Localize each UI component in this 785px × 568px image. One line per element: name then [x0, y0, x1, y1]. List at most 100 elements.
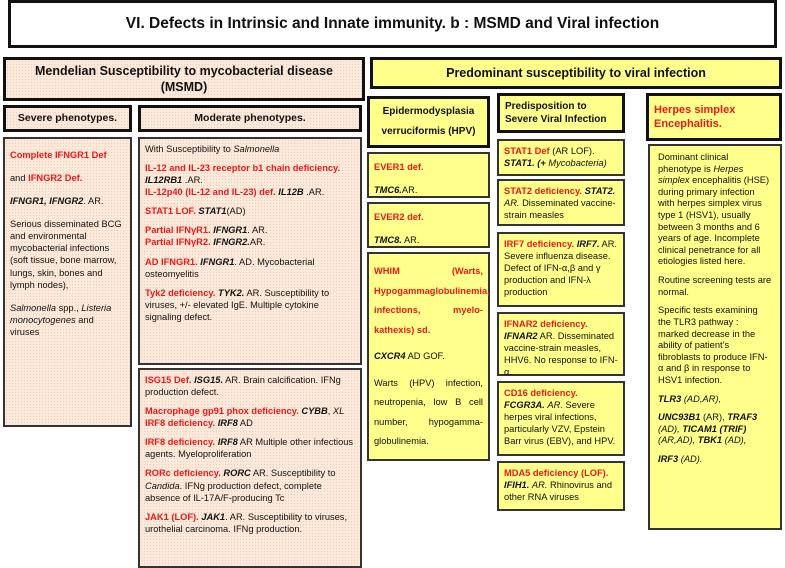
disorder-name: Complete IFNGR1 Def	[10, 150, 107, 160]
gene-name: JAK1	[201, 511, 226, 522]
text: and	[10, 173, 29, 184]
disorder-name: STAT2 deficiency.	[504, 186, 585, 196]
text: AR.	[547, 400, 563, 411]
disorder-name: AD IFNGR1.	[145, 256, 201, 267]
gene-name: TRAF3	[727, 412, 758, 423]
text: Mycobacteria)	[548, 158, 607, 169]
text: AR. Brain calcification. IFNg production…	[145, 375, 341, 398]
paragraph: MDA5 deficiency (LOF). IFIH1. AR. Rhinov…	[504, 467, 618, 503]
mda5-box: MDA5 deficiency (LOF). IFIH1. AR. Rhinov…	[497, 461, 625, 511]
text: (AR,AD),	[658, 435, 698, 446]
gene-name: STAT2.	[584, 186, 616, 196]
paragraph: CD16 deficiency. FCGR3A. AR. Severe herp…	[504, 387, 618, 447]
paragraph: and IFNGR2 Def.	[10, 172, 125, 184]
paragraph: Complete IFNGR1 Def	[10, 149, 125, 161]
hse-box: Dominant clinical phenotype is Herpes si…	[648, 144, 782, 530]
gene-name: TMC8.	[374, 235, 402, 246]
ev-header: Epidermodysplasia verruciformis (HPV)	[367, 96, 490, 148]
text: . AR. Susceptibility to viruses, urothel…	[145, 511, 348, 534]
text: Rhinovirus and other RNA viruses	[504, 480, 613, 503]
paragraph: WHIM (Warts, Hypogammaglobulinemia, infe…	[374, 262, 490, 340]
text: .AR.	[303, 187, 325, 198]
ever2-box: EVER2 def.TMC8. AR.	[367, 202, 490, 248]
paragraph: Tyk2 deficiency. TYK2. AR. Susceptibilit…	[145, 287, 355, 323]
text: . AR.	[83, 196, 104, 207]
paragraph: Specific tests examining the TLR3 pathwa…	[658, 305, 772, 386]
hse-header: Herpes simplex Encephalitis.	[646, 93, 782, 141]
paragraph: Macrophage gp91 phox deficiency. CYBB, X…	[145, 405, 355, 429]
text: AR. Susceptibility to	[250, 468, 336, 479]
ever1-box: EVER1 def.TMC6.AR.	[367, 152, 490, 198]
text: (AD).	[678, 454, 703, 465]
text: . IFNg production defect, complete absen…	[145, 480, 322, 503]
text: encephalitis (HSE) during primary infect…	[658, 175, 770, 267]
text: With Susceptibility to	[145, 144, 234, 154]
disorder-name: IL-12p40 (IL-12 and IL-23) def.	[145, 187, 279, 198]
text: XL	[332, 406, 345, 417]
text: Specific tests examining the TLR3 pathwa…	[658, 305, 768, 385]
paragraph: CXCR4 AD GOF.	[374, 347, 483, 367]
whim-box: WHIM (Warts, Hypogammaglobulinemia, infe…	[367, 252, 490, 461]
text: (AR),	[700, 412, 728, 423]
moderate-header: Moderate phenotypes.	[138, 105, 362, 132]
cd16-box: CD16 deficiency. FCGR3A. AR. Severe herp…	[497, 381, 625, 456]
disorder-name: IL-12 and IL-23 receptor b1 chain defici…	[145, 163, 341, 174]
text: Severe herpes viral infections, particul…	[504, 400, 616, 447]
gene-name: TMC6.	[374, 185, 402, 196]
gene-name: IRF8	[217, 437, 238, 448]
paragraph: STAT2 deficiency. STAT2. AR. Disseminate…	[504, 185, 618, 221]
ifnar2-box: IFNAR2 deficiency. IFNAR2 AR. Disseminat…	[497, 312, 625, 378]
text: (AD,AR),	[681, 393, 722, 404]
paragraph: Warts (HPV) infection, neutropenia, low …	[374, 374, 483, 452]
paragraph: AD IFNGR1. IFNGR1. AD. Mycobacterial ost…	[145, 256, 355, 280]
disorder-name: IFNGR2 Def.	[28, 173, 83, 184]
msmd-header: Mendelian Susceptibility to mycobacteria…	[3, 57, 365, 101]
gene-name: ISG15.	[194, 375, 224, 385]
text: Routine screening tests are normal.	[658, 275, 772, 297]
text: AR.	[249, 237, 266, 248]
disorder-name: JAK1 (LOF).	[145, 511, 202, 522]
gene-name: TICAM1 (TRIF)	[682, 423, 747, 434]
gene-name: IFNGR2.	[213, 237, 250, 248]
text: and viruses	[10, 314, 94, 337]
text: . AD. Mycobacterial osteomyelitis	[145, 256, 315, 279]
disorder-name: CD16 deficiency.	[504, 388, 578, 398]
text: Salmonella	[10, 302, 56, 313]
text: Salmonella	[233, 144, 280, 154]
severe-header: Severe phenotypes.	[3, 105, 132, 132]
gene-name: TBK1	[697, 435, 723, 446]
paragraph: STAT1 LOF. STAT1(AD)	[145, 205, 355, 217]
paragraph: IRF3 (AD).	[658, 454, 772, 466]
stat1-box: STAT1 Def (AR LOF). STAT1. (+ Mycobacter…	[497, 139, 625, 176]
text: AR. Disseminated vaccine-strain measles,…	[504, 331, 618, 378]
text: ,	[327, 406, 333, 417]
moderate-box-2: ISG15 Def. ISG15. AR. Brain calcificatio…	[138, 368, 362, 568]
paragraph: IFNAR2 deficiency. IFNAR2 AR. Disseminat…	[504, 318, 618, 378]
paragraph: JAK1 (LOF). JAK1. AR. Susceptibility to …	[145, 511, 355, 535]
gene-name: IL12RB1	[145, 175, 183, 186]
paragraph: Dominant clinical phenotype is Herpes si…	[658, 152, 772, 268]
disorder-name: Partial IFNγR1.	[145, 225, 214, 236]
paragraph: STAT1 Def (AR LOF). STAT1. (+ Mycobacter…	[504, 145, 618, 169]
gene-name: IL12B	[278, 187, 304, 198]
disorder-name: STAT1 LOF.	[145, 206, 199, 217]
text: AD GOF.	[405, 351, 445, 362]
text: (AR LOF).	[549, 146, 595, 156]
paragraph: Salmonella spp., Listeria monocytogenes …	[10, 302, 125, 338]
text: (AD),	[658, 423, 683, 434]
text: Herpes simplex	[658, 163, 744, 186]
paragraph: TLR3 (AD,AR),	[658, 394, 772, 406]
text: Dominant clinical phenotype is	[658, 152, 729, 174]
gene-name: FCGR3A.	[504, 400, 545, 411]
gene-name: RORC	[223, 468, 251, 479]
disorder-name: RORc deficiency.	[145, 468, 224, 479]
text: AD	[237, 418, 253, 429]
text: AR. Susceptibility to viruses, +/- eleva…	[145, 287, 330, 322]
viral-header: Predominant susceptibility to viral infe…	[370, 57, 782, 89]
paragraph: IL-12 and IL-23 receptor b1 chain defici…	[145, 162, 355, 198]
disorder-name: MDA5 deficiency (LOF).	[504, 468, 609, 478]
gene-name: UNC93B1	[658, 412, 701, 423]
gene-name: STAT1. (+	[504, 158, 549, 169]
paragraph: Serious disseminated BCG and environment…	[10, 218, 125, 290]
